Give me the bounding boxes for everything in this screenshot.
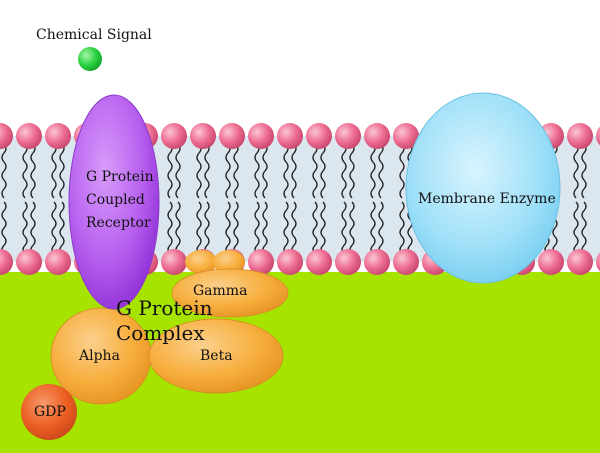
lipid-tail (320, 201, 326, 255)
lipid-tail (175, 201, 181, 255)
lipid-tail (225, 143, 231, 199)
lipid-tail (196, 201, 202, 255)
lipid-tail (1, 143, 7, 199)
alpha-label: Alpha (79, 348, 120, 364)
lipid-tail (1, 201, 7, 255)
g-protein-complex-label: G Protein Complex (116, 296, 213, 346)
phospholipid-head (16, 123, 42, 149)
phospholipid-head (538, 249, 564, 275)
phospholipid-head (596, 252, 600, 272)
membrane-enzyme-label: Membrane Enzyme (418, 191, 556, 207)
phospholipid-head (0, 249, 13, 275)
phospholipid-head (45, 123, 71, 149)
lipid-tail (581, 201, 587, 255)
lipid-tail (573, 201, 579, 255)
phospholipid-head (277, 249, 303, 275)
phospholipid-head (393, 123, 419, 149)
gdp-label: GDP (34, 404, 66, 420)
phospholipid-head (335, 123, 361, 149)
phospholipid-head (0, 123, 13, 149)
receptor-label-line-2: Coupled (86, 192, 145, 208)
lipid-tail (399, 143, 405, 199)
lipid-tail (573, 143, 579, 199)
phospholipid-head (219, 123, 245, 149)
gamma-subunit (171, 268, 289, 318)
membrane-enzyme-shape (405, 92, 561, 284)
lipid-tail (283, 143, 289, 199)
lipid-tail (225, 201, 231, 255)
gamma-label: Gamma (193, 283, 248, 299)
lipid-tail (22, 143, 28, 199)
lipid-tail (254, 143, 260, 199)
lipid-tail (175, 143, 181, 199)
lipid-tail (59, 201, 65, 255)
phospholipid-head (596, 126, 600, 146)
lipid-tail (30, 201, 36, 255)
phospholipid-head (45, 249, 71, 275)
complex-label-line-2: Complex (116, 321, 205, 345)
chemical-signal-label: Chemical Signal (36, 27, 152, 43)
lipid-tail (291, 143, 297, 199)
lipid-tail (262, 201, 268, 255)
lipid-tail (262, 143, 268, 199)
chemical-signal-molecule (78, 47, 102, 71)
receptor-label: G Protein Coupled Receptor (86, 166, 154, 235)
gamma-bump-right (213, 250, 245, 274)
phospholipid-head (306, 123, 332, 149)
complex-label-line-1: G Protein (116, 296, 213, 320)
phospholipid-head (364, 123, 390, 149)
lipid-tail (59, 143, 65, 199)
lipid-tail (341, 201, 347, 255)
beta-subunit (148, 318, 284, 394)
phospholipid-head (16, 249, 42, 275)
lipid-tail (370, 143, 376, 199)
lipid-tail (370, 201, 376, 255)
lipid-tail (399, 201, 405, 255)
lipid-tail (291, 201, 297, 255)
lipid-tail (233, 143, 239, 199)
lipid-tail (320, 143, 326, 199)
lipid-tail (349, 143, 355, 199)
receptor-label-line-1: G Protein (86, 169, 154, 185)
lipid-tail (22, 201, 28, 255)
phospholipid-head (248, 249, 274, 275)
lipid-tail (51, 201, 57, 255)
lipid-tail (254, 201, 260, 255)
lipid-tail (204, 201, 210, 255)
phospholipid-head (248, 123, 274, 149)
lipid-tail (196, 143, 202, 199)
lipid-tail (378, 143, 384, 199)
lipid-tail (312, 143, 318, 199)
receptor-label-line-3: Receptor (86, 215, 151, 231)
phospholipid-head (190, 123, 216, 149)
phospholipid-head (364, 249, 390, 275)
lipid-tail (51, 143, 57, 199)
phospholipid-head (567, 123, 593, 149)
phospholipid-head (306, 249, 332, 275)
gamma-bump-left (185, 250, 217, 274)
lipid-tail (349, 201, 355, 255)
lipid-tail (581, 143, 587, 199)
gdp-molecule (21, 384, 77, 440)
lipid-tail (204, 143, 210, 199)
lipid-tail (233, 201, 239, 255)
lipid-tail (312, 201, 318, 255)
lipid-tail (378, 201, 384, 255)
phospholipid-head (161, 123, 187, 149)
phospholipid-head (277, 123, 303, 149)
lipid-tail (167, 201, 173, 255)
lipid-tail (341, 143, 347, 199)
lipid-tail (167, 143, 173, 199)
g-protein-coupled-receptor (68, 94, 160, 310)
lipid-tail (30, 143, 36, 199)
phospholipid-head (393, 249, 419, 275)
phospholipid-head (567, 249, 593, 275)
lipid-tail (283, 201, 289, 255)
beta-label: Beta (200, 348, 233, 364)
phospholipid-head (335, 249, 361, 275)
phospholipid-head (161, 249, 187, 275)
